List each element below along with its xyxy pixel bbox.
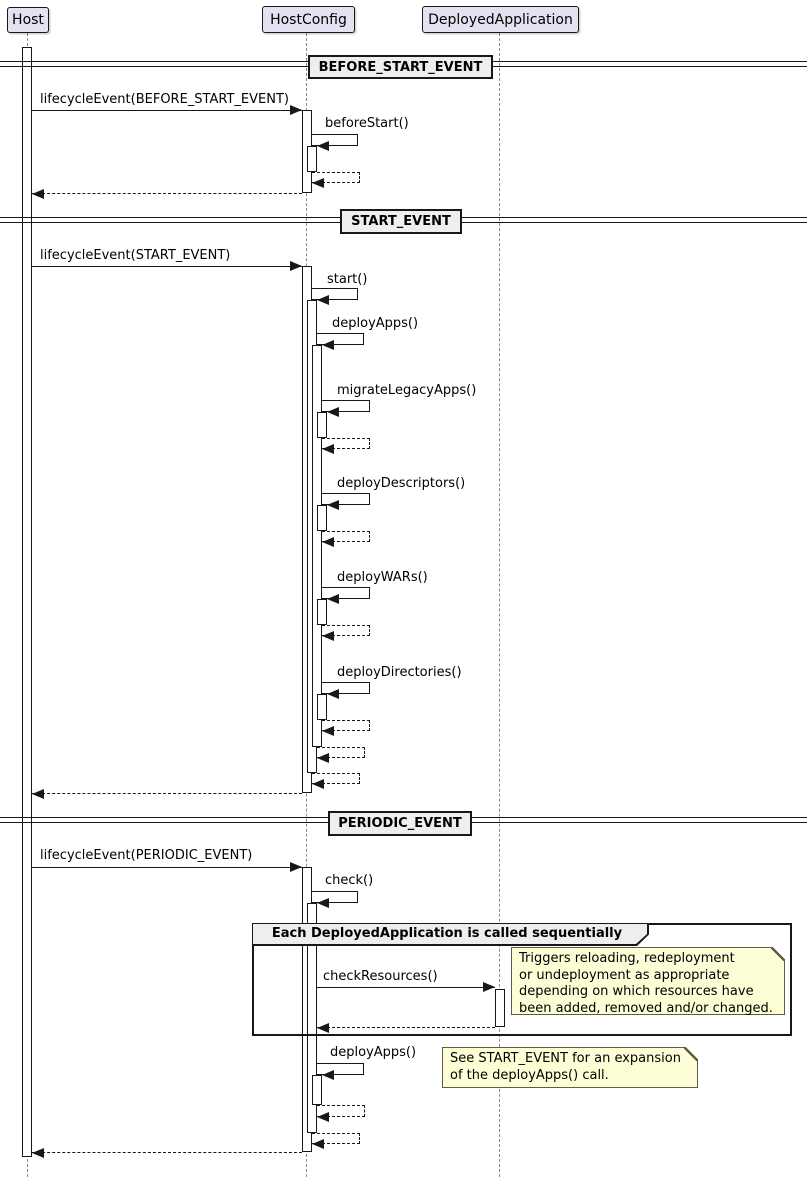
- note-deploy-apps-text: See START_EVENT for an expansion of the …: [450, 1051, 681, 1083]
- arrowhead-left-icon: [322, 631, 334, 641]
- return-arrow-to-host-pe: [32, 1148, 302, 1158]
- arrowhead-left-icon: [32, 1148, 44, 1158]
- self-return-migrate: [322, 438, 370, 454]
- note-fold-icon: [684, 1047, 698, 1061]
- self-return-descriptors: [322, 531, 370, 547]
- participant-host-label: Host: [12, 12, 44, 28]
- divider-before-start-event-label: BEFORE_START_EVENT: [318, 59, 483, 75]
- divider-before-start-event: BEFORE_START_EVENT: [308, 55, 493, 79]
- message-arrow-checkresources: [317, 982, 495, 992]
- message-label-lifecycle-periodic: lifecycleEvent(PERIODIC_EVENT): [40, 848, 253, 863]
- self-return-wars: [322, 625, 370, 641]
- participant-deployedapplication-label: DeployedApplication: [428, 11, 573, 28]
- arrowhead-left-icon: [317, 753, 329, 763]
- message-label-start: start(): [327, 272, 368, 287]
- activation-bar-wars: [317, 599, 327, 625]
- self-call-directories: [322, 682, 370, 699]
- activation-bar-hostconfig-pe-3: [312, 1075, 322, 1105]
- return-arrow-to-host-bse: [32, 189, 302, 199]
- message-label-wars: deployWARs(): [337, 570, 428, 585]
- lifeline-deployedapplication: [499, 33, 500, 1177]
- activation-bar-hostconfig-bse-2: [307, 146, 317, 172]
- self-call-beforestart: [312, 134, 358, 151]
- arrowhead-left-icon: [32, 789, 44, 799]
- return-arrow-checkresources: [317, 1023, 495, 1033]
- self-call-wars: [322, 587, 370, 604]
- arrowhead-left-icon: [322, 726, 334, 736]
- note-deploy-apps: See START_EVENT for an expansion of the …: [442, 1047, 698, 1088]
- arrowhead-left-icon: [317, 1112, 329, 1122]
- activation-bar-migrate: [317, 412, 327, 438]
- activation-bar-host: [22, 47, 32, 1157]
- arrowhead-left-icon: [327, 689, 339, 699]
- return-arrow-to-host-se: [32, 789, 302, 799]
- arrowhead-left-icon: [317, 1023, 329, 1033]
- message-arrow-lifecycle-start: [32, 261, 302, 271]
- message-arrow-lifecycle-before-start: [32, 105, 302, 115]
- self-return-beforestart: [312, 172, 360, 188]
- activation-bar-deployedapp: [495, 989, 505, 1027]
- divider-start-event: START_EVENT: [340, 209, 462, 234]
- self-call-deployapps-pe: [317, 1063, 364, 1080]
- participant-host: Host: [7, 7, 49, 33]
- group-frame-header: [253, 924, 647, 944]
- divider-periodic-event: PERIODIC_EVENT: [328, 811, 472, 836]
- arrowhead-left-icon: [312, 178, 324, 188]
- arrowhead-left-icon: [312, 779, 324, 789]
- activation-bar-hostconfig-pe-2: [307, 903, 317, 1133]
- message-label-lifecycle-start: lifecycleEvent(START_EVENT): [40, 248, 231, 263]
- participant-hostconfig-label: HostConfig: [270, 11, 347, 28]
- self-return-directories: [322, 720, 370, 736]
- arrowhead-left-icon: [322, 1070, 334, 1080]
- message-label-beforestart: beforeStart(): [325, 116, 409, 131]
- note-check-resources: Triggers reloading, redeployment or unde…: [511, 947, 785, 1016]
- arrowhead-left-icon: [317, 295, 329, 305]
- arrowhead-left-icon: [327, 500, 339, 510]
- arrowhead-right-icon: [290, 862, 302, 872]
- message-label-deployapps-se: deployApps(): [332, 316, 419, 331]
- self-call-start: [312, 288, 358, 305]
- message-label-descriptors: deployDescriptors(): [337, 476, 466, 491]
- participant-hostconfig: HostConfig: [262, 6, 355, 33]
- message-arrow-lifecycle-periodic: [32, 862, 302, 872]
- self-return-start: [312, 773, 360, 789]
- message-label-checkresources: checkResources(): [323, 969, 438, 984]
- self-call-descriptors: [322, 493, 370, 510]
- arrowhead-left-icon: [322, 340, 334, 350]
- arrowhead-left-icon: [32, 189, 44, 199]
- arrowhead-left-icon: [322, 537, 334, 547]
- activation-bar-descriptors: [317, 505, 327, 531]
- self-call-migrate: [322, 400, 370, 417]
- message-label-check: check(): [325, 873, 374, 888]
- note-background: [512, 948, 784, 1014]
- activation-bar-hostconfig-se-3: [312, 345, 322, 747]
- message-label-migrate: migrateLegacyApps(): [337, 383, 477, 398]
- arrowhead-left-icon: [322, 444, 334, 454]
- group-frame-label: Each DeployedApplication is called seque…: [271, 926, 623, 941]
- message-label-deployapps-pe: deployApps(): [330, 1045, 417, 1060]
- arrowhead-left-icon: [317, 898, 329, 908]
- note-check-resources-text: Triggers reloading, redeployment or unde…: [519, 951, 773, 1016]
- arrowhead-right-icon: [290, 261, 302, 271]
- arrowhead-left-icon: [317, 141, 329, 151]
- self-call-deployapps-se: [317, 333, 364, 350]
- note-background: [443, 1048, 697, 1087]
- note-fold-icon: [771, 947, 785, 961]
- message-label-lifecycle-before-start: lifecycleEvent(BEFORE_START_EVENT): [40, 92, 289, 107]
- self-return-deployapps-se: [317, 747, 365, 763]
- self-return-check: [312, 1133, 360, 1149]
- participant-deployedapplication: DeployedApplication: [422, 6, 579, 33]
- arrowhead-left-icon: [312, 1139, 324, 1149]
- activation-bar-directories: [317, 694, 327, 720]
- group-frame: Each DeployedApplication is called seque…: [252, 923, 792, 1036]
- self-call-check: [312, 891, 358, 908]
- arrowhead-right-icon: [290, 105, 302, 115]
- arrowhead-right-icon: [483, 982, 495, 992]
- divider-periodic-event-label: PERIODIC_EVENT: [338, 816, 462, 831]
- arrowhead-left-icon: [327, 594, 339, 604]
- message-label-directories: deployDirectories(): [337, 665, 462, 680]
- arrowhead-left-icon: [327, 407, 339, 417]
- divider-start-event-label: START_EVENT: [351, 214, 451, 229]
- self-return-deployapps-pe: [317, 1105, 365, 1122]
